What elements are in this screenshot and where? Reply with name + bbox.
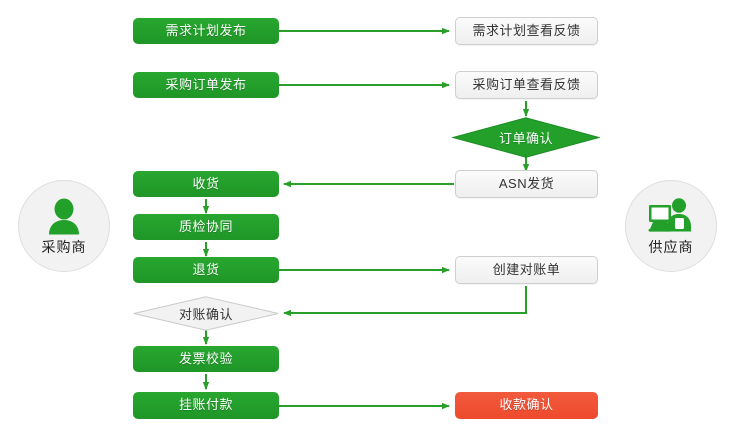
node-label: 对账确认	[178, 307, 233, 322]
node-return-goods[interactable]: 退货	[133, 257, 279, 283]
node-order-confirm[interactable]: 订单确认	[452, 117, 600, 158]
node-po-publish[interactable]: 采购订单发布	[133, 72, 279, 98]
node-receipt-confirm[interactable]: 收款确认	[455, 392, 598, 419]
actor-buyer[interactable]: 采购商	[18, 180, 110, 272]
node-label: 挂账付款	[178, 397, 233, 413]
node-label: 质检协同	[178, 218, 233, 234]
node-invoice-check[interactable]: 发票校验	[133, 346, 279, 372]
node-label: 需求计划查看反馈	[472, 22, 581, 38]
node-payment-posting[interactable]: 挂账付款	[133, 392, 279, 419]
node-demand-plan-feedback[interactable]: 需求计划查看反馈	[455, 17, 598, 45]
actor-buyer-label: 采购商	[41, 238, 87, 255]
node-label: 收款确认	[499, 397, 554, 413]
person-computer-icon	[648, 196, 694, 236]
node-asn-ship[interactable]: ASN发货	[455, 170, 598, 198]
person-icon	[41, 196, 87, 236]
node-label: 发票校验	[178, 350, 233, 366]
node-receive-goods[interactable]: 收货	[133, 171, 279, 197]
node-label: 采购订单查看反馈	[472, 76, 581, 92]
node-qc-collab[interactable]: 质检协同	[133, 214, 279, 240]
actor-supplier-label: 供应商	[648, 238, 694, 255]
node-label: 需求计划发布	[165, 22, 247, 38]
edge-statement-to-confirm	[283, 286, 527, 317]
actor-supplier[interactable]: 供应商	[625, 180, 717, 272]
node-demand-plan-publish[interactable]: 需求计划发布	[133, 18, 279, 44]
node-po-feedback[interactable]: 采购订单查看反馈	[455, 71, 598, 99]
node-statement-confirm[interactable]: 对账确认	[133, 296, 279, 331]
node-label: 采购订单发布	[165, 76, 247, 92]
node-label: 创建对账单	[492, 261, 561, 277]
node-label: 退货	[192, 261, 220, 277]
node-label: 订单确认	[498, 131, 553, 146]
node-label: 收货	[192, 175, 220, 191]
node-create-statement[interactable]: 创建对账单	[455, 256, 598, 284]
node-label: ASN发货	[498, 175, 555, 191]
